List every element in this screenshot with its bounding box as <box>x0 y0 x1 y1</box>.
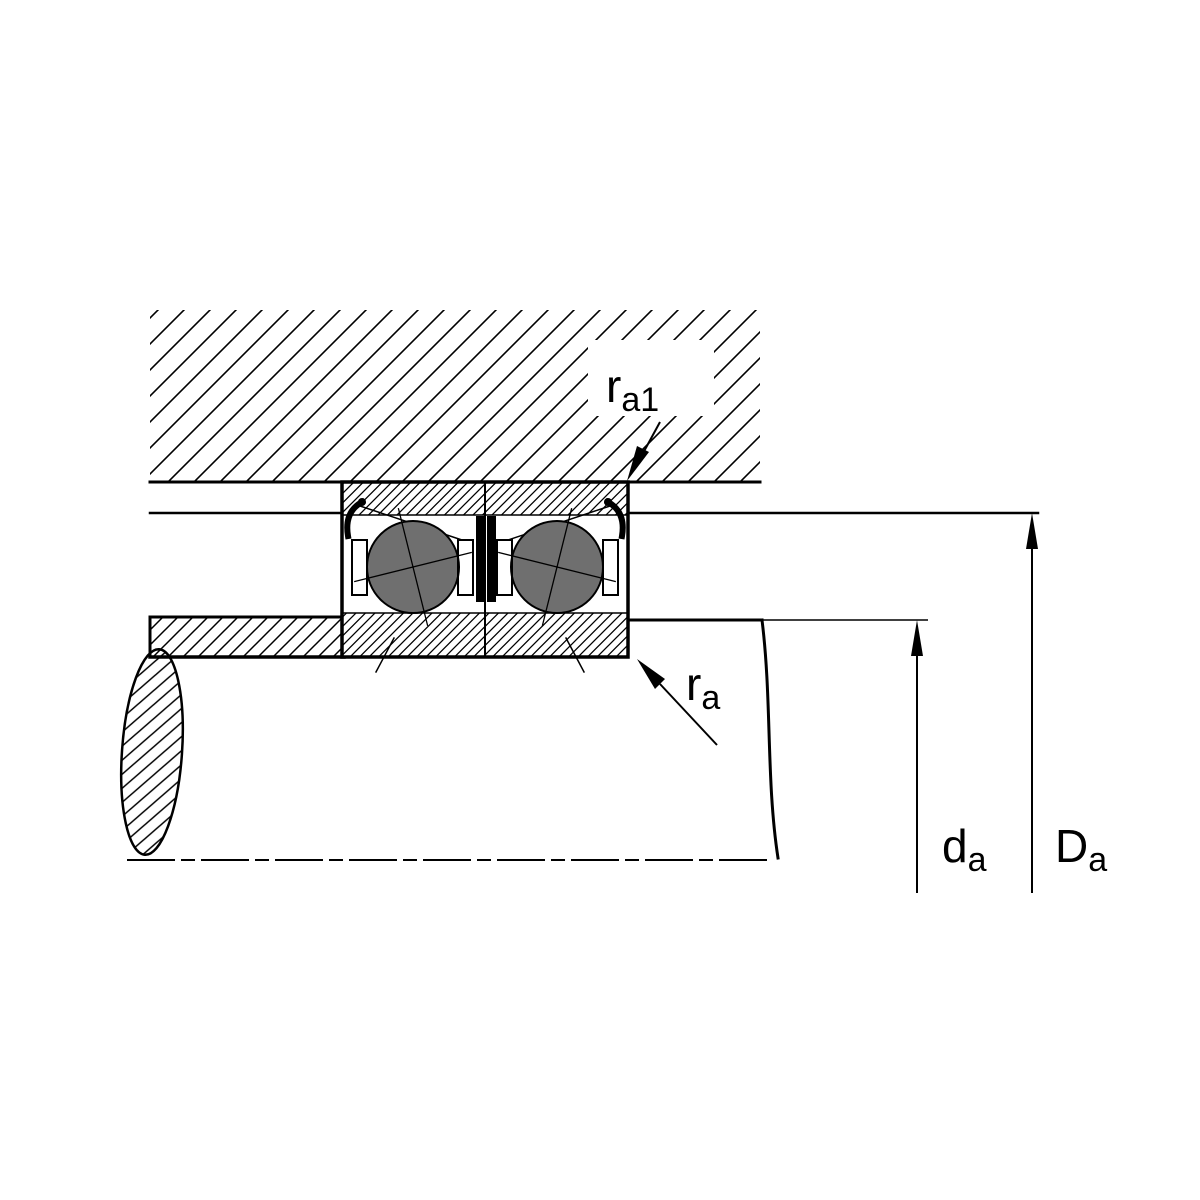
ball-left-cross-icon <box>353 507 473 627</box>
label-ra: ra <box>686 658 720 717</box>
spacer-left-bar <box>476 516 485 602</box>
label-ra-sub: a <box>701 679 720 717</box>
label-ra1: ra1 <box>606 360 659 419</box>
label-ra1-sub: a1 <box>621 381 659 419</box>
label-Da-base: D <box>1055 820 1088 872</box>
label-ra-base: r <box>686 658 701 710</box>
cage-left-inner <box>457 539 474 596</box>
shaft-section <box>119 615 780 861</box>
fillet-callout-ra: ra <box>637 658 720 746</box>
contact-angle-tick-left <box>374 636 396 674</box>
cage-right-inner <box>496 539 513 596</box>
shaft-shoulder-hatch <box>150 617 342 657</box>
label-da-base: d <box>942 820 968 872</box>
seal-left-lip <box>358 498 366 506</box>
leader-line-ra <box>659 683 718 746</box>
ball-right-cross-icon <box>497 507 617 627</box>
arrowhead-da-icon <box>911 620 923 656</box>
label-Da-sub: a <box>1088 841 1107 879</box>
contact-angle-tick-right <box>564 636 586 674</box>
cage-left-outer <box>351 539 368 596</box>
fillet-callout-ra1: ra1 <box>606 360 661 481</box>
housing-section <box>148 310 1040 515</box>
cage-right-outer <box>602 539 619 596</box>
bearing-assembly <box>340 480 630 674</box>
arrowhead-Da-icon <box>1026 513 1038 549</box>
shaft-break-ellipse <box>119 647 185 857</box>
dimension-da: da <box>762 619 987 893</box>
spacer-right-bar <box>487 516 496 602</box>
arrowhead-ra-icon <box>637 659 665 689</box>
seal-right-lip <box>604 498 612 506</box>
label-da-sub: a <box>968 841 987 879</box>
arrowhead-ra1-icon <box>627 446 649 481</box>
shaft-right-break-edge <box>760 618 780 860</box>
label-Da: Da <box>1055 820 1107 879</box>
dimension-Da: Da <box>1026 513 1107 893</box>
label-mask-ra1 <box>588 340 714 416</box>
label-da: da <box>942 820 987 879</box>
label-ra1-base: r <box>606 360 621 412</box>
